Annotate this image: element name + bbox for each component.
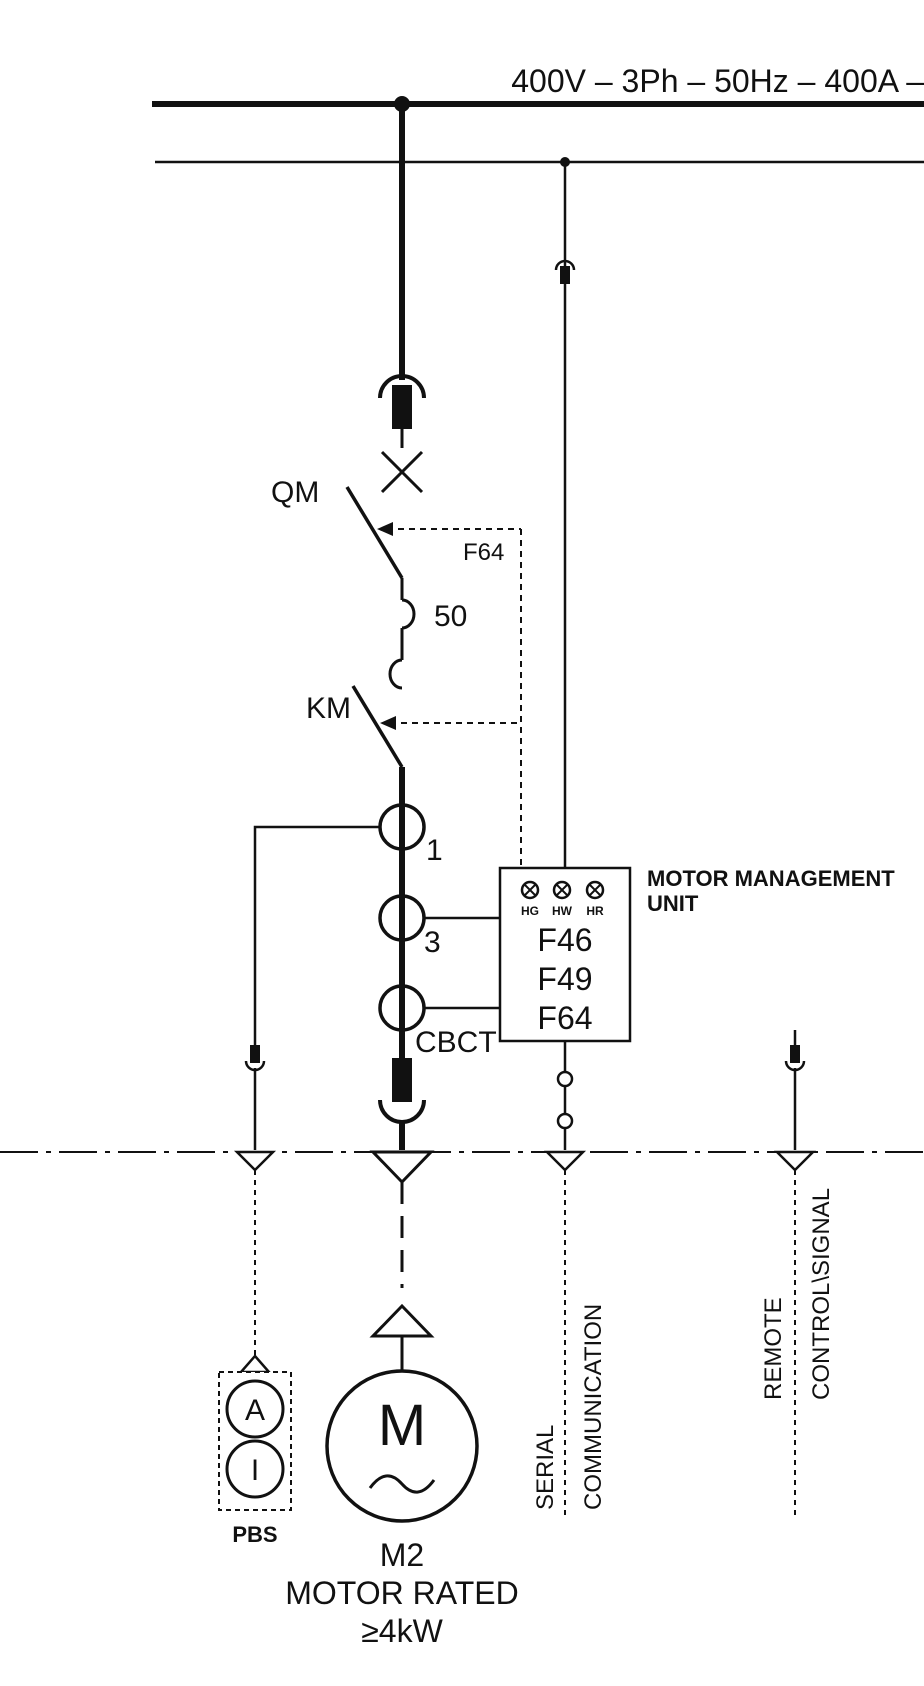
mmu-function-f49: F49 xyxy=(537,961,592,997)
ct1-label: 1 xyxy=(426,834,443,867)
terminal-pbs xyxy=(233,1150,277,1172)
push-button-i-label: I xyxy=(251,1454,259,1487)
indicator-lamp-hw xyxy=(552,880,572,900)
indicator-label-hg: HG xyxy=(521,904,539,918)
push-button-i xyxy=(225,1439,285,1499)
indicator-lamp-hr xyxy=(585,880,605,900)
ct3-label: 3 xyxy=(424,926,441,959)
mmu-supply-plug xyxy=(554,259,576,284)
terminal-remote xyxy=(773,1150,817,1172)
remote-label-line1: REMOTE xyxy=(760,1297,787,1400)
serial-label-line2: COMMUNICATION xyxy=(580,1304,607,1510)
lower-withdrawable-plug xyxy=(378,1058,426,1150)
qm-breaker-blade xyxy=(345,486,404,579)
km-label: KM xyxy=(306,692,351,725)
remote-control-plug xyxy=(784,1030,806,1150)
mmu-title-line2: UNIT xyxy=(647,891,699,916)
serial-connector-2 xyxy=(556,1112,574,1130)
relay-50-label: 50 xyxy=(434,600,467,633)
cbct-label: CBCT xyxy=(415,1026,497,1059)
motor-tag: M2 xyxy=(380,1537,424,1573)
busbar-rating: 400V – 3Ph – 50Hz – 400A – xyxy=(511,63,924,99)
thermal-element-50 xyxy=(388,578,416,690)
motor-symbol-letter: M xyxy=(378,1393,426,1458)
push-button-a-label: A xyxy=(245,1394,265,1427)
terminal-serial xyxy=(543,1150,587,1172)
pbs-label: PBS xyxy=(232,1522,277,1547)
indicator-label-hr: HR xyxy=(586,904,604,918)
km-contactor-blade xyxy=(351,685,404,768)
f64-trip-label: F64 xyxy=(463,539,504,566)
terminal-motor xyxy=(369,1150,435,1185)
disconnector-cross xyxy=(380,450,424,494)
motor-rating-line1: MOTOR RATED xyxy=(285,1575,518,1611)
serial-connector-1 xyxy=(556,1070,574,1088)
upper-withdrawable-plug xyxy=(378,374,426,448)
ct1-wiring xyxy=(253,825,380,1048)
pbs-terminal-triangle xyxy=(238,1354,272,1374)
km-trip-arrow xyxy=(380,716,521,730)
indicator-lamp-hg xyxy=(520,880,540,900)
ac-tilde-icon xyxy=(368,1474,436,1494)
push-button-a xyxy=(225,1379,285,1439)
pbs-wiring-plug xyxy=(244,1045,266,1150)
mmu-function-f46: F46 xyxy=(537,922,592,958)
indicator-label-hw: HW xyxy=(552,904,573,918)
qm-label: QM xyxy=(271,476,319,509)
motor-symbol xyxy=(325,1369,479,1523)
qm-trip-arrow xyxy=(377,522,521,536)
mmu-function-f64: F64 xyxy=(537,1000,592,1036)
motor-terminal-triangle xyxy=(369,1303,435,1338)
serial-label-line1: SERIAL xyxy=(532,1425,559,1510)
motor-rating-line2: ≥4kW xyxy=(361,1613,443,1649)
mmu-title-line1: MOTOR MANAGEMENT xyxy=(647,866,895,891)
remote-label-line2: CONTROL\SIGNAL xyxy=(808,1188,835,1400)
